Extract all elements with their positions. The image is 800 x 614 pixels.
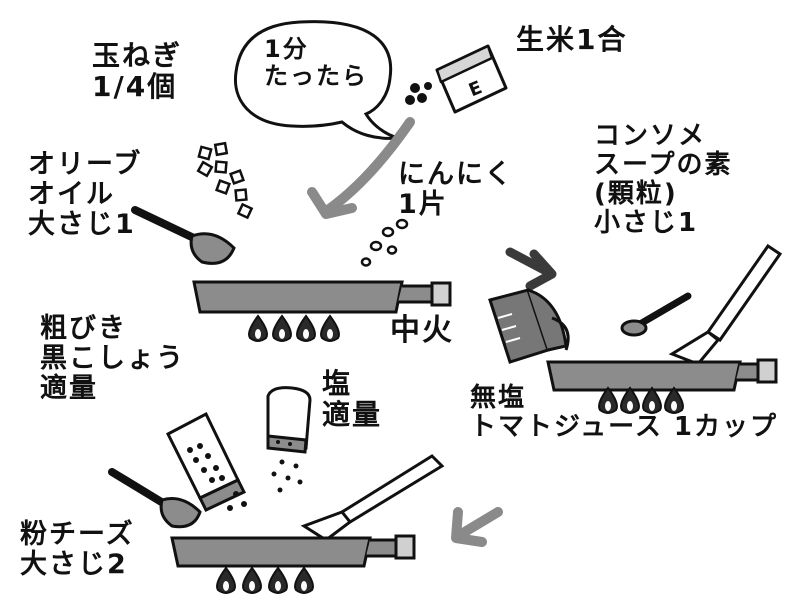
frying-pan-icon xyxy=(170,534,416,568)
flame-icon xyxy=(242,566,262,594)
measuring-spoon-icon xyxy=(620,292,692,337)
rice-label: 生米1合 xyxy=(516,23,628,56)
pepper-grains xyxy=(227,491,247,511)
measuring-spoon-icon xyxy=(108,468,202,529)
flame-core xyxy=(223,581,229,591)
flame-core xyxy=(671,401,677,411)
measuring-cup-icon xyxy=(488,288,570,364)
flame-core xyxy=(627,401,633,411)
diced-onion-icon xyxy=(196,141,254,220)
flame-icon xyxy=(248,314,268,342)
flame-icon xyxy=(320,314,340,342)
rice-bag-icon: E xyxy=(435,44,508,114)
flame-icon xyxy=(272,314,292,342)
arrow-icon xyxy=(505,247,557,291)
onion-label: 玉ねぎ 1/4個 xyxy=(92,39,183,104)
flame-icon xyxy=(268,566,288,594)
speech-bubble xyxy=(233,20,399,140)
arrow-icon xyxy=(307,117,415,219)
olive-oil-label: オリーブ オイル 大さじ1 xyxy=(28,149,143,241)
garlic-bits-icon xyxy=(360,218,409,267)
flame-core xyxy=(605,401,611,411)
pan2-flames xyxy=(598,386,684,414)
flame-icon xyxy=(216,566,236,594)
rice-grains-icon xyxy=(405,82,432,105)
cheese-label: 粉チーズ 大さじ2 xyxy=(20,519,135,581)
flame-icon xyxy=(642,386,662,414)
flame-core xyxy=(301,581,307,591)
pan1-flames xyxy=(248,314,340,342)
flame-icon xyxy=(664,386,684,414)
measuring-spoon-icon xyxy=(131,206,236,265)
flame-icon xyxy=(296,314,316,342)
flame-core xyxy=(279,329,285,339)
salt-grains xyxy=(271,459,303,493)
flame-core xyxy=(255,329,261,339)
consomme-label: コンソメ スープの素 (顆粒) 小さじ1 xyxy=(594,121,733,239)
spatula-icon xyxy=(668,243,783,366)
frying-pan-icon xyxy=(192,280,452,314)
frying-pan-icon xyxy=(546,358,778,392)
flame-icon xyxy=(598,386,618,414)
heat-label: 中火 xyxy=(390,313,454,348)
spice-shaker-icon xyxy=(266,386,312,454)
arrow-icon xyxy=(451,507,503,547)
flame-core xyxy=(327,329,333,339)
flame-icon xyxy=(620,386,640,414)
bubble-text: 1分 たったら xyxy=(264,35,368,90)
flame-icon xyxy=(294,566,314,594)
flame-core xyxy=(249,581,255,591)
spatula-icon xyxy=(300,454,445,542)
garlic-label: にんにく 1片 xyxy=(398,159,514,221)
flame-core xyxy=(275,581,281,591)
salt-label: 塩 適量 xyxy=(322,367,383,432)
flame-core xyxy=(649,401,655,411)
pepper-label: 粗びき 黒こしょう 適量 xyxy=(40,313,185,405)
flame-core xyxy=(303,329,309,339)
tomato-juice-label: 無塩 トマトジュース 1カップ xyxy=(470,383,779,443)
spice-shaker-icon xyxy=(166,411,247,512)
pan3-flames xyxy=(216,566,314,594)
